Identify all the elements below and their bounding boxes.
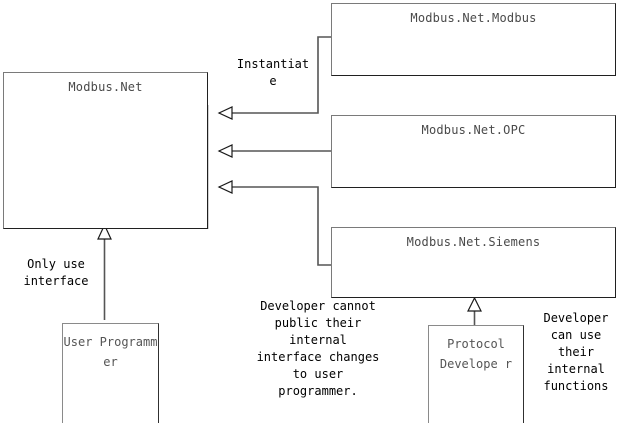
wire-siemens-to-core: [219, 186, 331, 266]
arrowhead-protocol-developer-to-siemens: [467, 296, 482, 312]
actor-box-user-programmer[interactable]: User Programm er: [62, 323, 159, 423]
label-instantiate: Instantiat e: [236, 57, 310, 88]
arrowhead-modbus-to-core: [217, 106, 233, 120]
component-title-modbus-net-siemens: Modbus.Net.Siemens: [406, 235, 541, 249]
actor-title-user-programmer: User Programm er: [63, 335, 158, 369]
component-box-modbus-net-siemens[interactable]: Modbus.Net.Siemens: [331, 227, 616, 298]
component-title-modbus-net-opc: Modbus.Net.OPC: [421, 123, 526, 137]
label-only-use-interface: Only use interface: [23, 257, 89, 288]
component-box-modbus-net-modbus[interactable]: Modbus.Net.Modbus: [331, 3, 616, 76]
actor-title-protocol-developer: Protocol Develope r: [439, 337, 513, 371]
component-title-modbus-net-modbus: Modbus.Net.Modbus: [410, 11, 537, 25]
component-title-modbus-net: Modbus.Net: [68, 80, 143, 94]
note-developer-can-use: Developer can use their internal functio…: [543, 311, 609, 393]
arrowhead-siemens-to-core: [217, 180, 233, 194]
wire-modbus-to-core: [219, 36, 331, 114]
actor-box-protocol-developer[interactable]: Protocol Develope r: [428, 325, 524, 423]
component-box-modbus-net-opc[interactable]: Modbus.Net.OPC: [331, 115, 616, 188]
component-box-modbus-net[interactable]: Modbus.Net: [3, 72, 208, 229]
arrowhead-opc-to-core: [217, 144, 233, 158]
note-developer-cannot-public: Developer cannot public their internal i…: [256, 299, 380, 398]
arrowhead-user-programmer-to-core: [97, 223, 112, 240]
